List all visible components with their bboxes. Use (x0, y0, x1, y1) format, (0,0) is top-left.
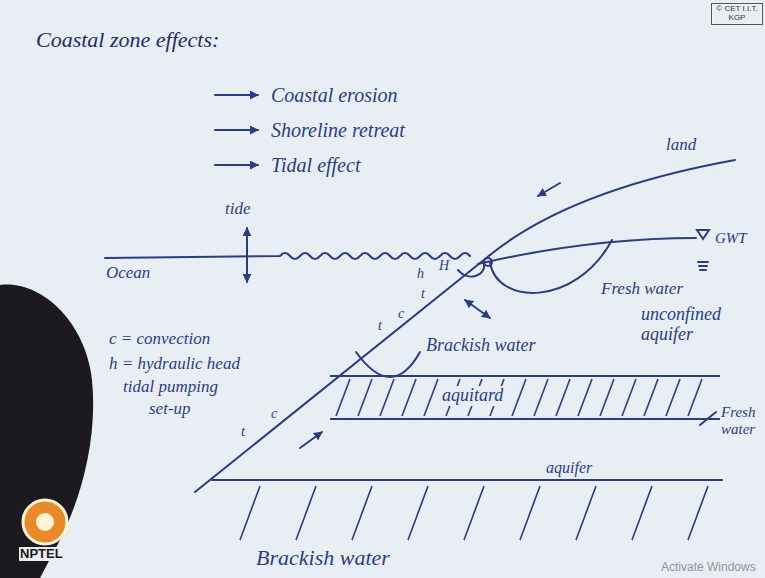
hatch-line (520, 486, 540, 540)
layer-label: aquifer (545, 459, 593, 477)
symbol-label: GWT (714, 230, 748, 247)
tide-arrow (246, 228, 248, 282)
exchange-arrow (300, 432, 322, 448)
logo-gear (23, 500, 67, 544)
region-label: unconfined aquifer (640, 305, 747, 345)
legend-note: h = hydraulic head (108, 355, 241, 374)
variable-label: h (416, 266, 425, 281)
mixing-arc (356, 352, 420, 377)
hatch-line (600, 379, 614, 416)
region-label: Ocean (105, 264, 151, 283)
freshwater-lens (490, 240, 612, 293)
water-table-symbol (697, 230, 709, 239)
region-label: Brackish water (255, 546, 391, 570)
aquitard-band: aquitard (330, 375, 720, 420)
hatch-line (464, 486, 484, 540)
hatch-line (666, 379, 680, 416)
hatch-line (296, 486, 316, 540)
bullet-arrow (215, 94, 258, 96)
bullet-item: Coastal erosion (270, 84, 399, 106)
copyright-box: © CET I.I.T. KGP (711, 3, 763, 25)
water-table-tick (700, 269, 706, 271)
bullet-item: Tidal effect (270, 154, 361, 176)
runoff-arrow (538, 183, 560, 196)
bullet-item: Shoreline retreat (270, 119, 406, 141)
variable-label: c (397, 306, 405, 321)
watermark-text: © CET I.I.T. KGP (714, 5, 760, 23)
presenter-hair (0, 285, 93, 578)
hatch-line (352, 486, 372, 540)
hatch-line (534, 379, 548, 416)
variable-label: t (420, 286, 426, 301)
hatch-line (644, 379, 658, 416)
hatch-line (408, 486, 428, 540)
slide-title: Coastal zone effects: (35, 28, 220, 52)
groundwater-table (478, 238, 696, 264)
bullet-arrow (215, 164, 258, 166)
aquitard-bottom (330, 418, 720, 420)
water-table-tick (699, 265, 707, 267)
hatch-line (424, 379, 438, 416)
ocean-surface (105, 253, 470, 259)
hatch-line (578, 379, 592, 416)
variable-label: c (270, 406, 278, 421)
variable-label: H (438, 258, 450, 273)
region-label: Brackish water (425, 336, 537, 356)
hatch-line (556, 379, 570, 416)
hatch-line (240, 486, 260, 540)
hatch-line (358, 379, 372, 416)
region-label: land (665, 136, 697, 155)
aquifer-top (212, 479, 722, 481)
region-label: Fresh water (600, 280, 684, 299)
hatch-line (380, 379, 394, 416)
shore-point (484, 258, 492, 266)
water-table-tick (698, 261, 708, 263)
aquitard-hatch (330, 375, 720, 420)
hatch-line (688, 379, 702, 416)
hatch-line (576, 486, 596, 540)
bullet-arrow (215, 129, 258, 131)
legend-note: tidal pumping (122, 378, 219, 397)
legend-note: set-up (148, 400, 192, 419)
layer-label: aquitard (440, 386, 505, 406)
aquitard-top (330, 375, 720, 377)
exchange-arrow (465, 300, 490, 318)
legend-note: c = convection (108, 330, 211, 349)
head-curl (458, 264, 484, 277)
hatch-line (632, 486, 652, 540)
region-label: Fresh water (720, 404, 764, 437)
watermark: Activate Windows (660, 561, 757, 574)
variable-label: t (240, 424, 246, 439)
logo-center (36, 513, 54, 531)
hatch-line (622, 379, 636, 416)
aquifer-hatch (240, 486, 708, 540)
region-label: tide (224, 200, 252, 219)
hatch-line (688, 486, 708, 540)
hatch-line (512, 379, 526, 416)
logo-text: NPTEL (19, 547, 64, 561)
hatch-line (336, 379, 350, 416)
variable-label: t (377, 318, 383, 333)
hatch-line (402, 379, 416, 416)
